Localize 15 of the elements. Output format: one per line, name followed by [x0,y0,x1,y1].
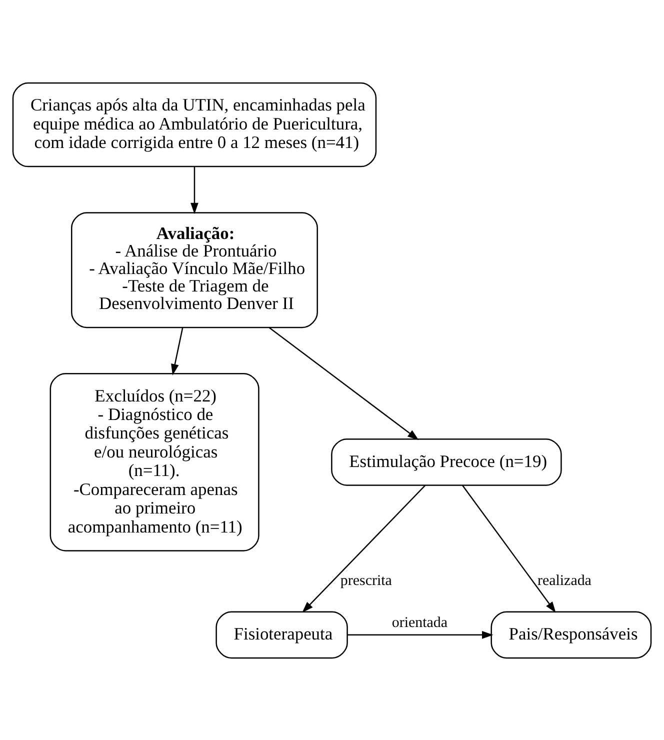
arrow [462,484,556,612]
node-box: Fisioterapeuta [216,610,348,658]
arrow [190,166,198,214]
arrow [269,326,419,440]
node-box: Avaliação: - Análise de Prontuário - Avaliação Vínculo Mãe/Filho -Teste de Triagem de Desenvolvimento Denver II [71,212,318,328]
node-box: Crianças após alta da UTIN, encaminhadas pela equipe médica ao Ambulatório de Puericultura, com idade corrigida entre 0 a 12 meses (n=41) [12,82,377,167]
arrow [302,484,426,612]
node-box: Excluídos (n=22) - Diagnóstico de disfunções genéticas e/ou neurológicas (n=11). -Compareceram apenas ao primeiro acompanhamento (n=11) [50,372,260,551]
arrow [347,630,494,638]
node-box: Estimulação Precoce (n=19) [331,438,562,486]
arrow [171,327,184,375]
edge-label: prescrita [340,572,392,589]
node-box: Pais/Responsáveis [490,610,652,658]
edge-label: realizada [538,572,592,589]
edge-label: orientada [392,614,448,630]
